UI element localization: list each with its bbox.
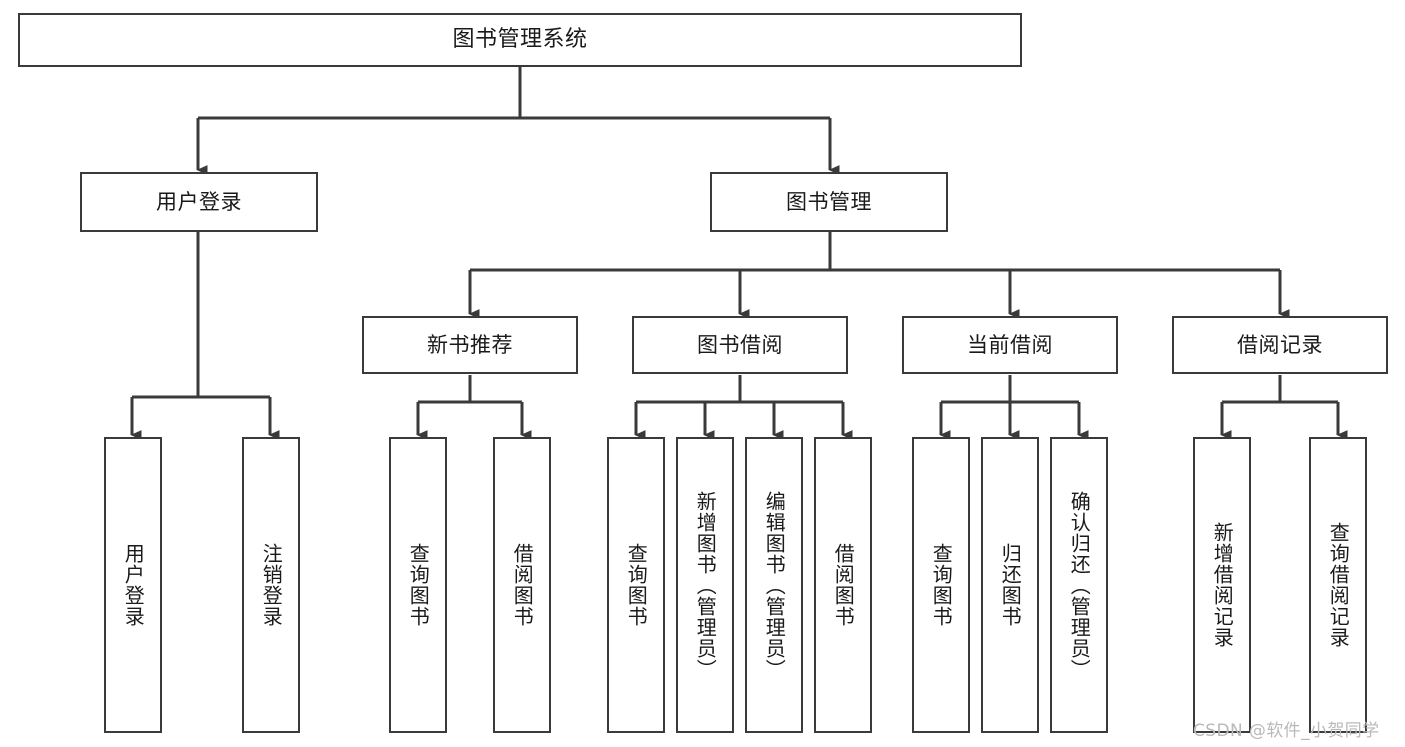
node-leaf-logout[interactable]: 注销登录 xyxy=(242,437,300,733)
node-current-borrow[interactable]: 当前借阅 xyxy=(902,316,1118,374)
node-root[interactable]: 图书管理系统 xyxy=(18,13,1022,67)
node-borrow-record[interactable]: 借阅记录 xyxy=(1172,316,1388,374)
node-borrow-record-label: 借阅记录 xyxy=(1237,332,1323,357)
node-leaf-add-record[interactable]: 新增借阅记录 xyxy=(1193,437,1251,733)
node-new-book-recommend-label: 新书推荐 xyxy=(427,332,513,357)
node-book-borrow[interactable]: 图书借阅 xyxy=(632,316,848,374)
node-book-manage-label: 图书管理 xyxy=(786,189,872,214)
node-leaf-logout-label: 注销登录 xyxy=(259,543,284,627)
node-leaf-user-login[interactable]: 用户登录 xyxy=(104,437,162,733)
node-leaf-borrow-book-a-label: 借阅图书 xyxy=(510,543,535,627)
node-leaf-user-login-label: 用户登录 xyxy=(121,543,146,627)
node-user-login[interactable]: 用户登录 xyxy=(80,172,318,232)
node-root-label: 图书管理系统 xyxy=(452,27,588,53)
node-user-login-label: 用户登录 xyxy=(156,189,242,214)
node-leaf-borrow-book-b[interactable]: 借阅图书 xyxy=(814,437,872,733)
node-leaf-add-record-label: 新增借阅记录 xyxy=(1210,522,1235,648)
node-leaf-add-book-label: 新增图书（管理员） xyxy=(693,490,718,680)
node-leaf-query-book-b[interactable]: 查询图书 xyxy=(607,437,665,733)
node-leaf-borrow-book-a[interactable]: 借阅图书 xyxy=(493,437,551,733)
node-leaf-query-book-a[interactable]: 查询图书 xyxy=(389,437,447,733)
node-leaf-borrow-book-b-label: 借阅图书 xyxy=(831,543,856,627)
node-leaf-query-book-c-label: 查询图书 xyxy=(929,543,954,627)
node-leaf-query-record[interactable]: 查询借阅记录 xyxy=(1309,437,1367,733)
node-book-manage[interactable]: 图书管理 xyxy=(710,172,948,232)
node-leaf-query-book-b-label: 查询图书 xyxy=(624,543,649,627)
watermark: CSDN @软件_小贺同学 xyxy=(1193,721,1380,741)
node-leaf-query-book-c[interactable]: 查询图书 xyxy=(912,437,970,733)
node-leaf-query-record-label: 查询借阅记录 xyxy=(1326,522,1351,648)
node-book-borrow-label: 图书借阅 xyxy=(697,332,783,357)
node-new-book-recommend[interactable]: 新书推荐 xyxy=(362,316,578,374)
node-leaf-edit-book[interactable]: 编辑图书（管理员） xyxy=(745,437,803,733)
node-leaf-confirm-return[interactable]: 确认归还（管理员） xyxy=(1050,437,1108,733)
node-leaf-edit-book-label: 编辑图书（管理员） xyxy=(762,490,787,680)
node-leaf-add-book[interactable]: 新增图书（管理员） xyxy=(676,437,734,733)
node-leaf-query-book-a-label: 查询图书 xyxy=(406,543,431,627)
node-leaf-return-book-label: 归还图书 xyxy=(998,543,1023,627)
node-current-borrow-label: 当前借阅 xyxy=(967,332,1053,357)
node-leaf-confirm-return-label: 确认归还（管理员） xyxy=(1067,490,1092,680)
node-leaf-return-book[interactable]: 归还图书 xyxy=(981,437,1039,733)
